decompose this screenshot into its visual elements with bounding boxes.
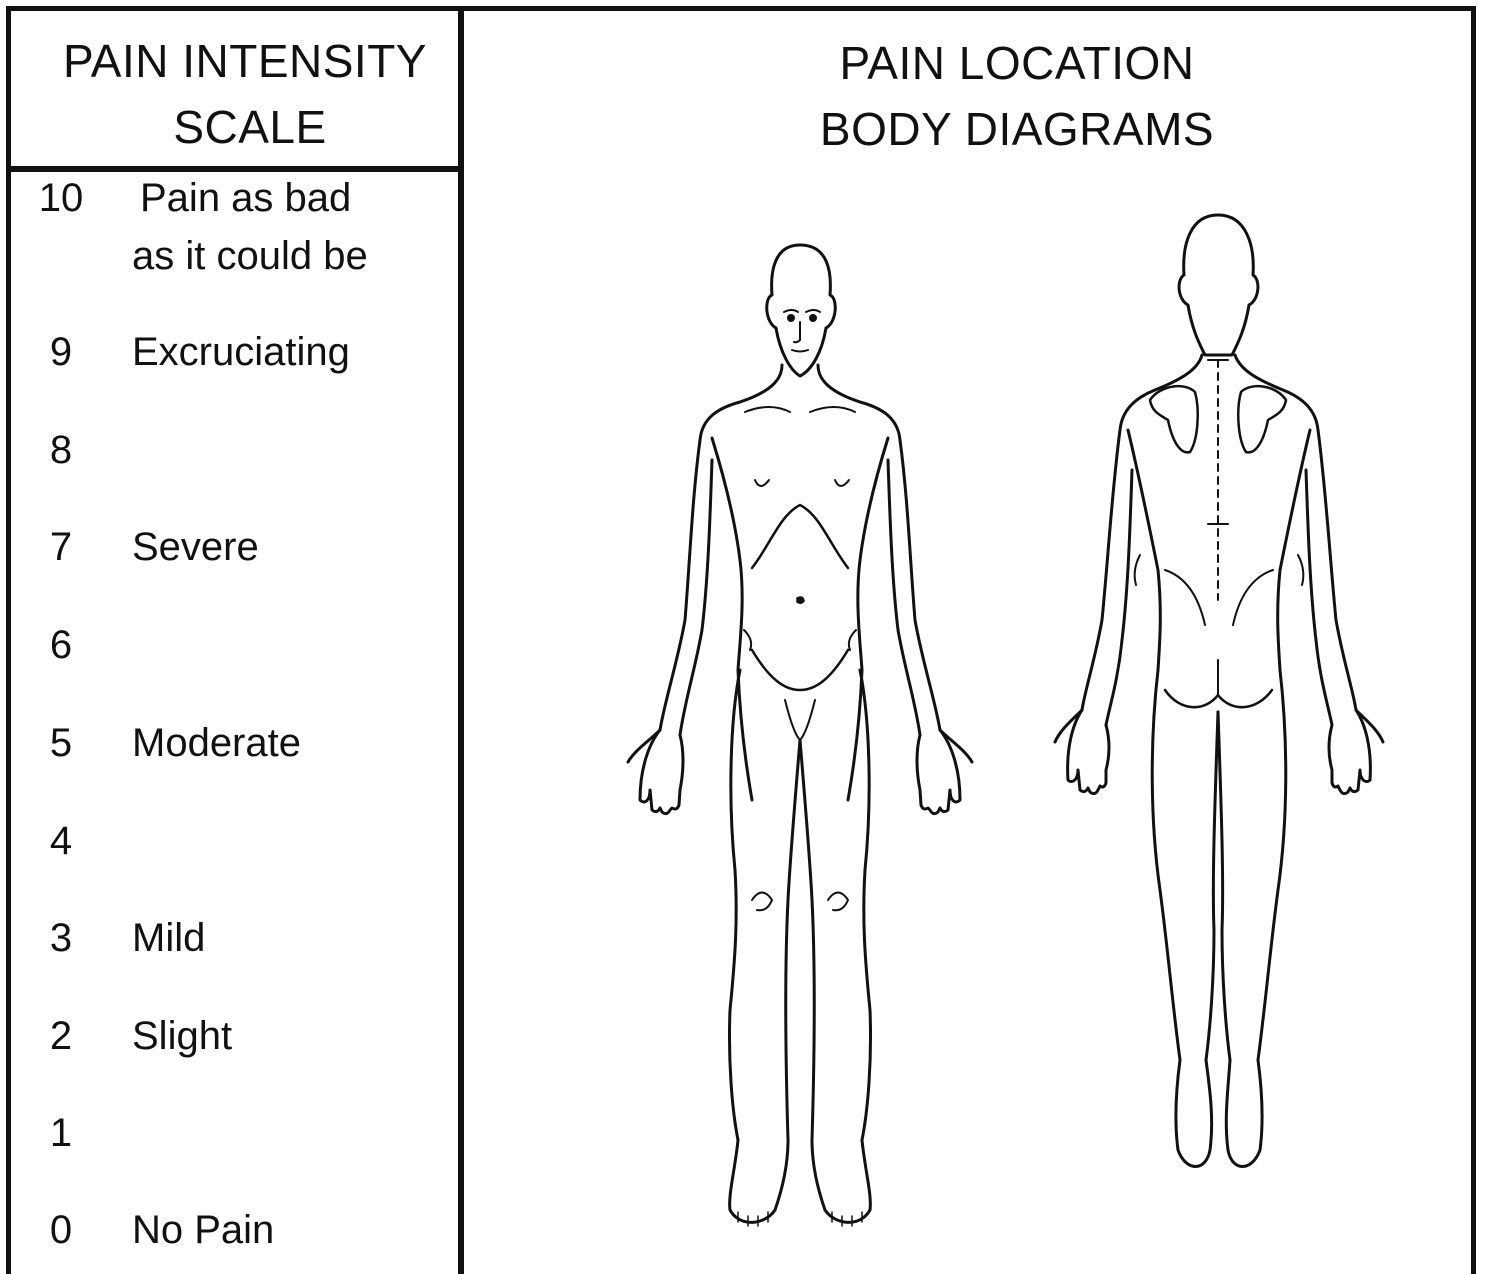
- scale-number: 3: [36, 916, 86, 961]
- scale-label-continued: as it could be: [132, 234, 368, 279]
- scale-label: Mild: [132, 916, 205, 961]
- scale-row-1[interactable]: 1: [12, 1111, 458, 1167]
- scale-number: 8: [36, 428, 86, 473]
- scale-label: Pain as bad: [140, 176, 351, 221]
- scale-number: 2: [36, 1014, 86, 1059]
- scale-label: Slight: [132, 1014, 232, 1059]
- header-divider: [6, 166, 462, 172]
- scale-number: 1: [36, 1111, 86, 1156]
- scale-label: No Pain: [132, 1208, 274, 1253]
- scale-row-7[interactable]: 7 Severe: [12, 525, 458, 581]
- scale-label: Severe: [132, 525, 259, 570]
- scale-row-9[interactable]: 9 Excruciating: [12, 330, 458, 386]
- scale-row-8[interactable]: 8: [12, 428, 458, 484]
- pain-intensity-header: PAIN INTENSITY SCALE: [12, 28, 458, 160]
- body-back-view[interactable]: [1055, 215, 1383, 1167]
- scale-row-5[interactable]: 5 Moderate: [12, 721, 458, 777]
- scale-number: 4: [36, 819, 86, 864]
- pain-location-title-line2: BODY DIAGRAMS: [464, 96, 1470, 162]
- scale-row-10[interactable]: 10 Pain as bad as it could be: [12, 176, 458, 232]
- scale-row-6[interactable]: 6: [12, 623, 458, 679]
- scale-number: 9: [36, 330, 86, 375]
- scale-row-3[interactable]: 3 Mild: [12, 916, 458, 972]
- scale-row-2[interactable]: 2 Slight: [12, 1014, 458, 1070]
- scale-label: Excruciating: [132, 330, 350, 375]
- scale-number: 10: [36, 176, 86, 221]
- scale-number: 5: [36, 721, 86, 766]
- scale-number: 0: [36, 1208, 86, 1253]
- scale-number: 7: [36, 525, 86, 570]
- pain-location-header: PAIN LOCATION BODY DIAGRAMS: [464, 30, 1470, 162]
- scale-number: 6: [36, 623, 86, 668]
- body-diagram-area: [464, 172, 1470, 1274]
- pain-location-title-line1: PAIN LOCATION: [464, 30, 1470, 96]
- scale-row-0[interactable]: 0 No Pain: [12, 1208, 458, 1264]
- scale-row-4[interactable]: 4: [12, 819, 458, 875]
- scale-label: Moderate: [132, 721, 301, 766]
- body-front-view[interactable]: [628, 245, 972, 1226]
- pain-intensity-title-line1: PAIN INTENSITY: [12, 28, 458, 94]
- pain-intensity-title-line2: SCALE: [12, 94, 458, 160]
